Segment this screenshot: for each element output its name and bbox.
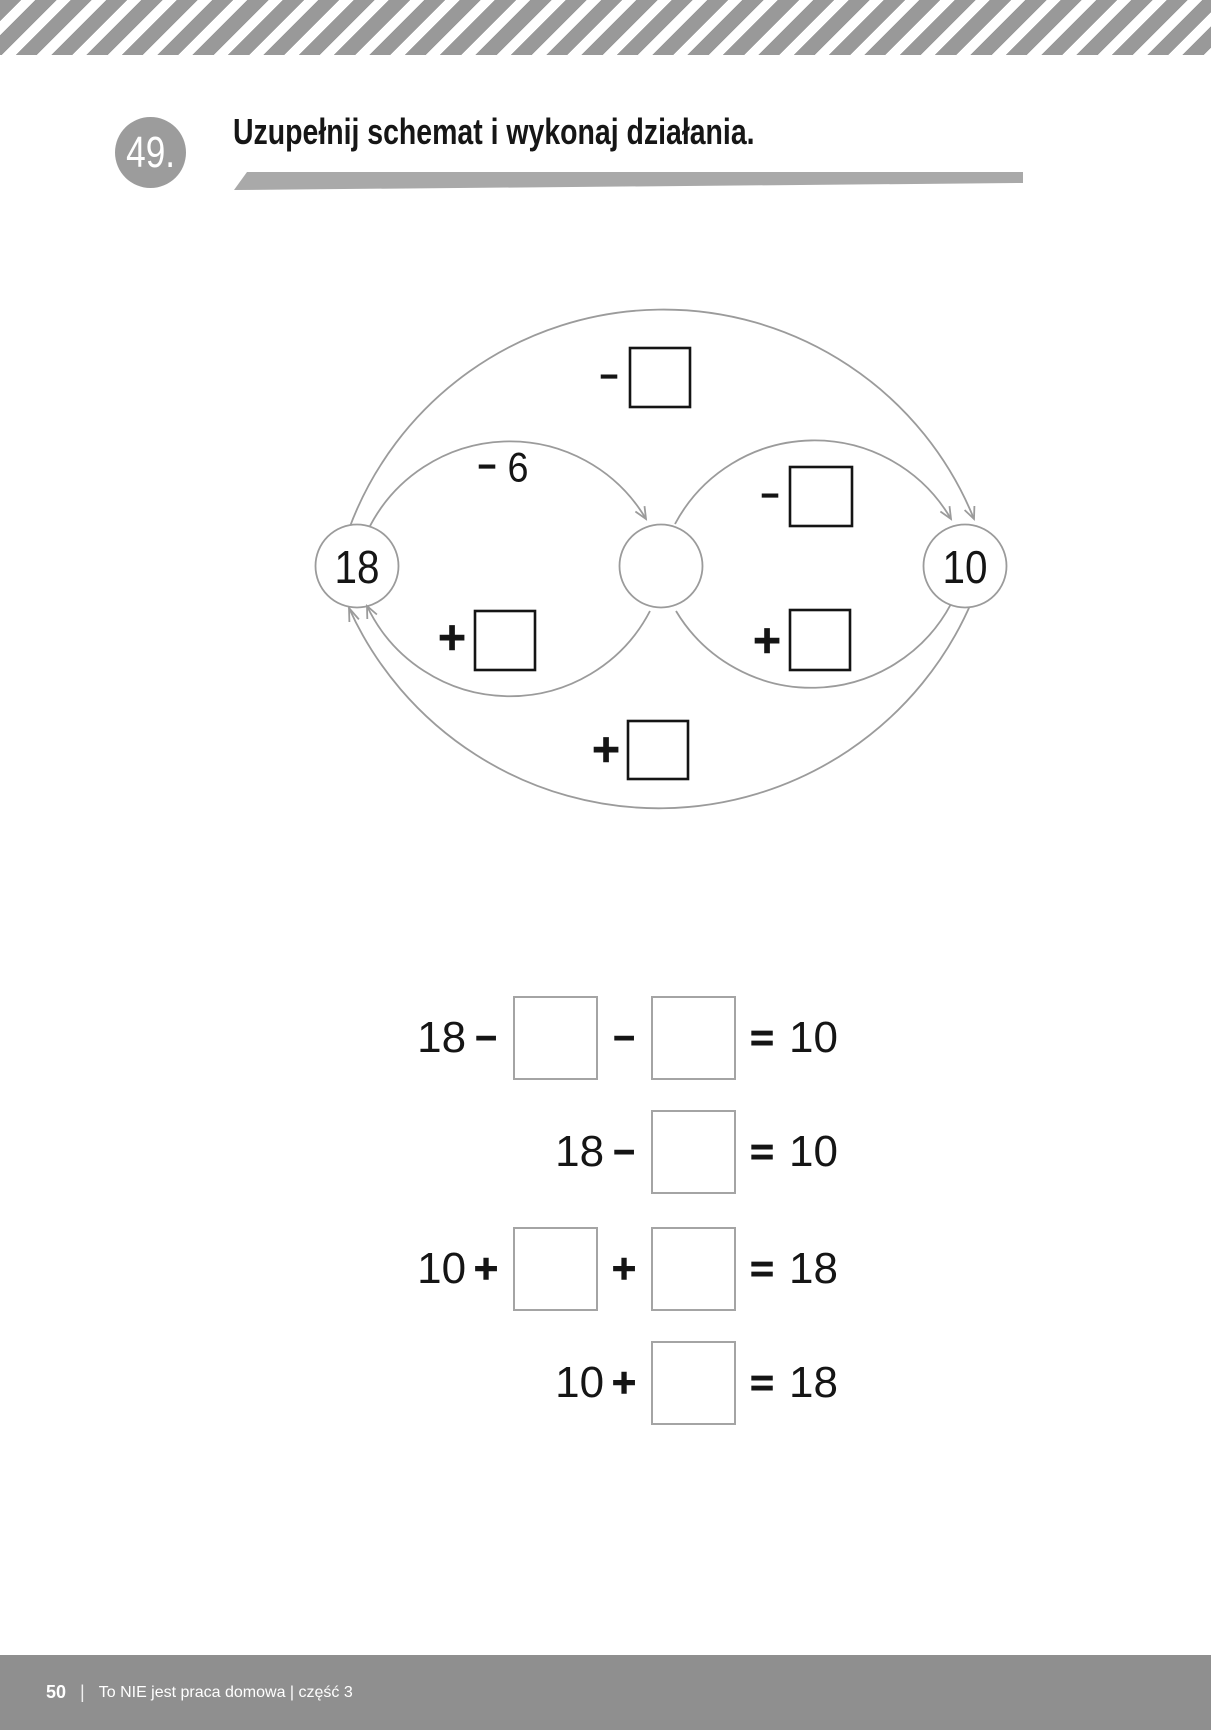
arrow-into-left-bottom-outer bbox=[348, 605, 360, 623]
arrow-into-right-top-lens bbox=[939, 505, 953, 521]
eq4-result: 18 bbox=[789, 1358, 838, 1407]
node-right-value: 10 bbox=[943, 541, 988, 593]
arc-lens-right-top bbox=[674, 439, 952, 525]
footer-book-title: To NIE jest praca domowa | część 3 bbox=[98, 1683, 353, 1701]
footer-page-number: 50 bbox=[46, 1682, 67, 1702]
arc-bottom-outer bbox=[348, 600, 973, 810]
eq4-first-operand: 10 bbox=[555, 1358, 605, 1407]
answer-box-lens-right-top[interactable] bbox=[788, 465, 854, 528]
label-lens-right-bottom-plus: + bbox=[754, 614, 781, 666]
task-number-badge: 49. bbox=[115, 117, 186, 188]
diagram-nodes bbox=[314, 523, 1008, 609]
footer-divider: | bbox=[80, 1682, 85, 1702]
equation-row-2: 18 − = 10 bbox=[555, 1110, 838, 1194]
eq1-result: 10 bbox=[789, 1013, 838, 1062]
equation-row-3: 10 + + = 18 bbox=[417, 1227, 838, 1311]
eq1-equals: = bbox=[749, 1016, 774, 1060]
top-stripes-decoration bbox=[0, 0, 1211, 55]
equation-row-1: 18 − − = 10 bbox=[417, 996, 838, 1080]
diagram-arcs bbox=[348, 308, 975, 810]
arc-lens-left-top bbox=[367, 440, 647, 531]
eq2-operator-1: − bbox=[612, 1131, 635, 1172]
task-title: Uzupełnij schemat i wykonaj działania. bbox=[233, 111, 755, 152]
node-middle-circle[interactable] bbox=[618, 523, 704, 609]
eq2-equals: = bbox=[749, 1130, 774, 1174]
arrowheads bbox=[348, 505, 976, 623]
eq4-answer-box-1[interactable] bbox=[651, 1341, 737, 1425]
eq3-equals: = bbox=[749, 1247, 774, 1291]
arrow-into-left-bottom-lens bbox=[366, 604, 378, 620]
equation-row-4: 10 + = 18 bbox=[555, 1341, 838, 1425]
node-left-value: 18 bbox=[335, 541, 380, 593]
eq3-answer-box-1[interactable] bbox=[513, 1227, 599, 1311]
arc-lens-left-bottom bbox=[366, 605, 651, 698]
answer-box-lens-right-bottom[interactable] bbox=[788, 608, 852, 672]
eq3-answer-box-2[interactable] bbox=[651, 1227, 737, 1311]
node-left-circle bbox=[314, 523, 400, 609]
label-top-outer-minus: − bbox=[600, 361, 618, 394]
answer-box-top-outer[interactable] bbox=[628, 346, 692, 409]
arc-lens-right-bottom bbox=[675, 603, 952, 689]
answer-box-bottom-outer[interactable] bbox=[626, 719, 690, 781]
eq1-operator-2: − bbox=[612, 1017, 635, 1058]
arc-top-outer bbox=[348, 308, 975, 530]
label-bottom-outer-plus: + bbox=[593, 723, 620, 775]
label-lens-left-bottom-plus: + bbox=[439, 611, 466, 663]
diagram-answer-boxes bbox=[473, 346, 854, 781]
answer-box-lens-left-bottom[interactable] bbox=[473, 609, 537, 672]
node-right-circle bbox=[922, 523, 1008, 609]
eq2-result: 10 bbox=[789, 1127, 838, 1176]
title-underline bbox=[234, 172, 1023, 190]
eq3-first-operand: 10 bbox=[417, 1244, 467, 1293]
eq2-first-operand: 18 bbox=[555, 1127, 605, 1176]
task-number: 49. bbox=[126, 127, 175, 177]
arrow-into-middle-top bbox=[634, 505, 648, 521]
eq4-equals: = bbox=[749, 1361, 774, 1405]
label-lens-left-top-value: 6 bbox=[508, 444, 529, 491]
eq3-operator-2: + bbox=[611, 1247, 637, 1291]
eq1-answer-box-2[interactable] bbox=[651, 996, 737, 1080]
eq3-result: 18 bbox=[789, 1244, 838, 1293]
eq3-operator-1: + bbox=[473, 1247, 499, 1291]
eq4-operator-1: + bbox=[611, 1361, 637, 1405]
eq1-answer-box-1[interactable] bbox=[513, 996, 599, 1080]
label-lens-left-top-minus: − bbox=[478, 451, 496, 484]
eq1-operator-1: − bbox=[474, 1017, 497, 1058]
arrow-into-right-top-outer bbox=[963, 505, 976, 522]
label-lens-right-top-minus: − bbox=[761, 480, 779, 513]
diagram-labels: − − 6 − + + + bbox=[437, 360, 781, 777]
eq2-answer-box-1[interactable] bbox=[651, 1110, 737, 1194]
footer-bar: 50 | To NIE jest praca domowa | część 3 bbox=[0, 1655, 1211, 1730]
eq1-first-operand: 18 bbox=[417, 1013, 467, 1062]
